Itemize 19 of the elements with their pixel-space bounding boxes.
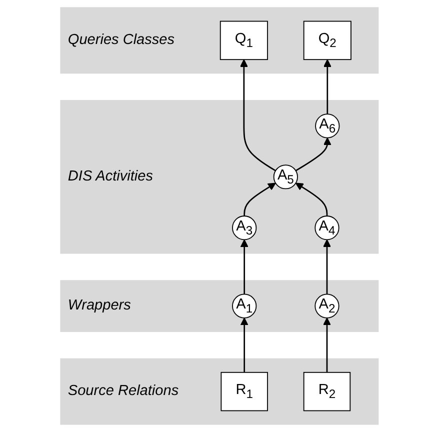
node-box: R$_{2}$ [302,372,350,412]
node-circle: A$_{3}$ [232,216,256,240]
arrow [322,318,331,372]
arrow [295,137,331,172]
node-circle: A$_{5}$ [272,164,298,190]
node-box: R$_{1}$ [220,372,268,412]
arrow [240,59,276,172]
arrow [240,239,248,294]
arrow [294,182,328,216]
arrow [243,182,276,216]
node-box: Q$_{1}$ [220,20,268,60]
node-circle: A$_{6}$ [314,114,340,138]
node-box: Q$_{2}$ [302,20,351,60]
arrow [322,59,331,114]
arrow [322,239,331,294]
node-circle: A$_{1}$ [232,294,256,318]
node-circle: A$_{2}$ [314,294,339,318]
node-circle: A$_{4}$ [314,216,339,240]
arrow [240,318,248,372]
